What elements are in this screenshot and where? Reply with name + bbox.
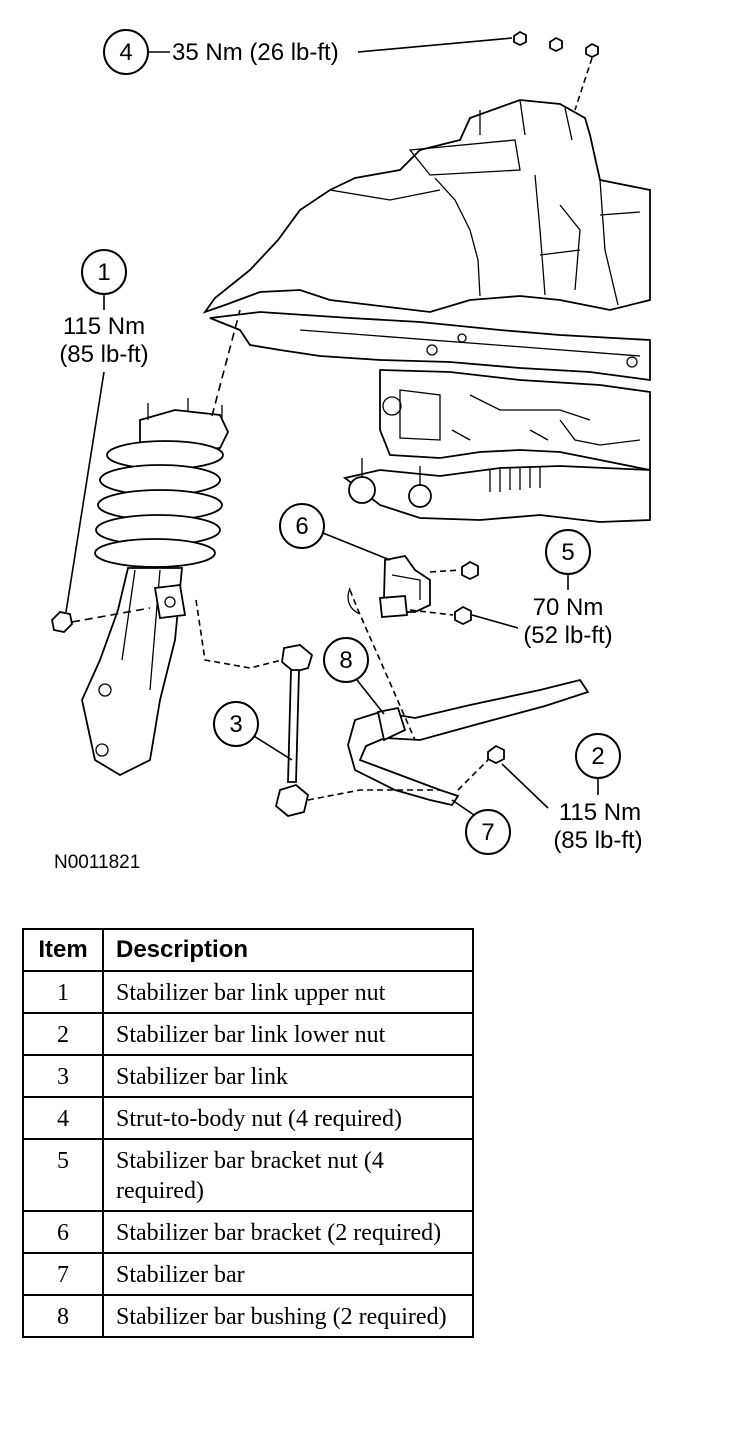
legend-item-description: Stabilizer bar bracket (2 required)	[102, 1210, 474, 1254]
legend-item-number: 6	[22, 1210, 104, 1254]
legend-item-number: 3	[22, 1054, 104, 1098]
callout-8-number: 8	[339, 647, 352, 674]
legend-item-description: Stabilizer bar link	[102, 1054, 474, 1098]
callout-7: 7	[451, 799, 511, 855]
callout-2: 2 115 Nm (85 lb-ft)	[501, 733, 643, 854]
legend-row: 2 Stabilizer bar link lower nut	[22, 1012, 474, 1056]
figure-id: N0011821	[54, 852, 140, 873]
legend-row: 5 Stabilizer bar bracket nut (4 required…	[22, 1138, 474, 1212]
legend-item-description: Strut-to-body nut (4 required)	[102, 1096, 474, 1140]
strut-top-nuts-drawing	[513, 30, 599, 111]
callout-8: 8	[323, 637, 385, 715]
legend-item-number: 7	[22, 1252, 104, 1296]
legend-header-item: Item	[22, 928, 104, 972]
strut-assembly-drawing	[51, 398, 230, 777]
legend-item-description: Stabilizer bar	[102, 1252, 474, 1296]
legend-row: 3 Stabilizer bar link	[22, 1054, 474, 1098]
legend-row: 6 Stabilizer bar bracket (2 required)	[22, 1210, 474, 1254]
callout-2-number: 2	[591, 743, 604, 770]
legend-row: 8 Stabilizer bar bushing (2 required)	[22, 1294, 474, 1338]
callout-4-torque: 35 Nm (26 lb-ft)	[172, 39, 339, 66]
legend-item-description: Stabilizer bar link upper nut	[102, 970, 474, 1014]
callout-4: 4 35 Nm (26 lb-ft)	[103, 29, 513, 75]
callout-2-torque-nm: 115 Nm	[559, 799, 641, 826]
suspension-diagram: 4 35 Nm (26 lb-ft) 1 115 Nm (85 lb-ft) 6…	[51, 29, 651, 873]
legend-table: Item Description 1 Stabilizer bar link u…	[22, 928, 474, 1338]
legend-item-description: Stabilizer bar link lower nut	[102, 1012, 474, 1056]
callout-2-torque-lbft: (85 lb-ft)	[553, 827, 642, 854]
callout-3: 3	[213, 701, 293, 761]
legend-item-number: 4	[22, 1096, 104, 1140]
stabilizer-bar-drawing	[195, 309, 590, 817]
callout-3-number: 3	[229, 711, 242, 738]
legend-item-number: 8	[22, 1294, 104, 1338]
body-structure-drawing	[202, 99, 651, 523]
callout-5-number: 5	[561, 539, 574, 566]
callout-6-number: 6	[295, 513, 308, 540]
callout-4-number: 4	[119, 39, 132, 66]
callout-1: 1 115 Nm (85 lb-ft)	[59, 249, 149, 613]
callout-1-torque-lbft: (85 lb-ft)	[59, 341, 148, 368]
callout-5: 5 70 Nm (52 lb-ft)	[471, 529, 613, 649]
legend-row: 4 Strut-to-body nut (4 required)	[22, 1096, 474, 1140]
callout-1-torque-nm: 115 Nm	[63, 313, 145, 340]
callout-1-number: 1	[97, 259, 110, 286]
callout-5-torque-nm: 70 Nm	[533, 594, 604, 621]
callout-6: 6	[279, 503, 391, 561]
legend-item-number: 5	[22, 1138, 104, 1212]
callout-5-torque-lbft: (52 lb-ft)	[523, 622, 612, 649]
legend-row: 1 Stabilizer bar link upper nut	[22, 970, 474, 1014]
callout-7-number: 7	[481, 819, 494, 846]
legend-item-number: 2	[22, 1012, 104, 1056]
legend-row: 7 Stabilizer bar	[22, 1252, 474, 1296]
legend-item-description: Stabilizer bar bracket nut (4 required)	[102, 1138, 474, 1212]
legend-header-row: Item Description	[22, 928, 474, 972]
legend-item-number: 1	[22, 970, 104, 1014]
legend-item-description: Stabilizer bar bushing (2 required)	[102, 1294, 474, 1338]
legend-header-description: Description	[102, 928, 474, 972]
